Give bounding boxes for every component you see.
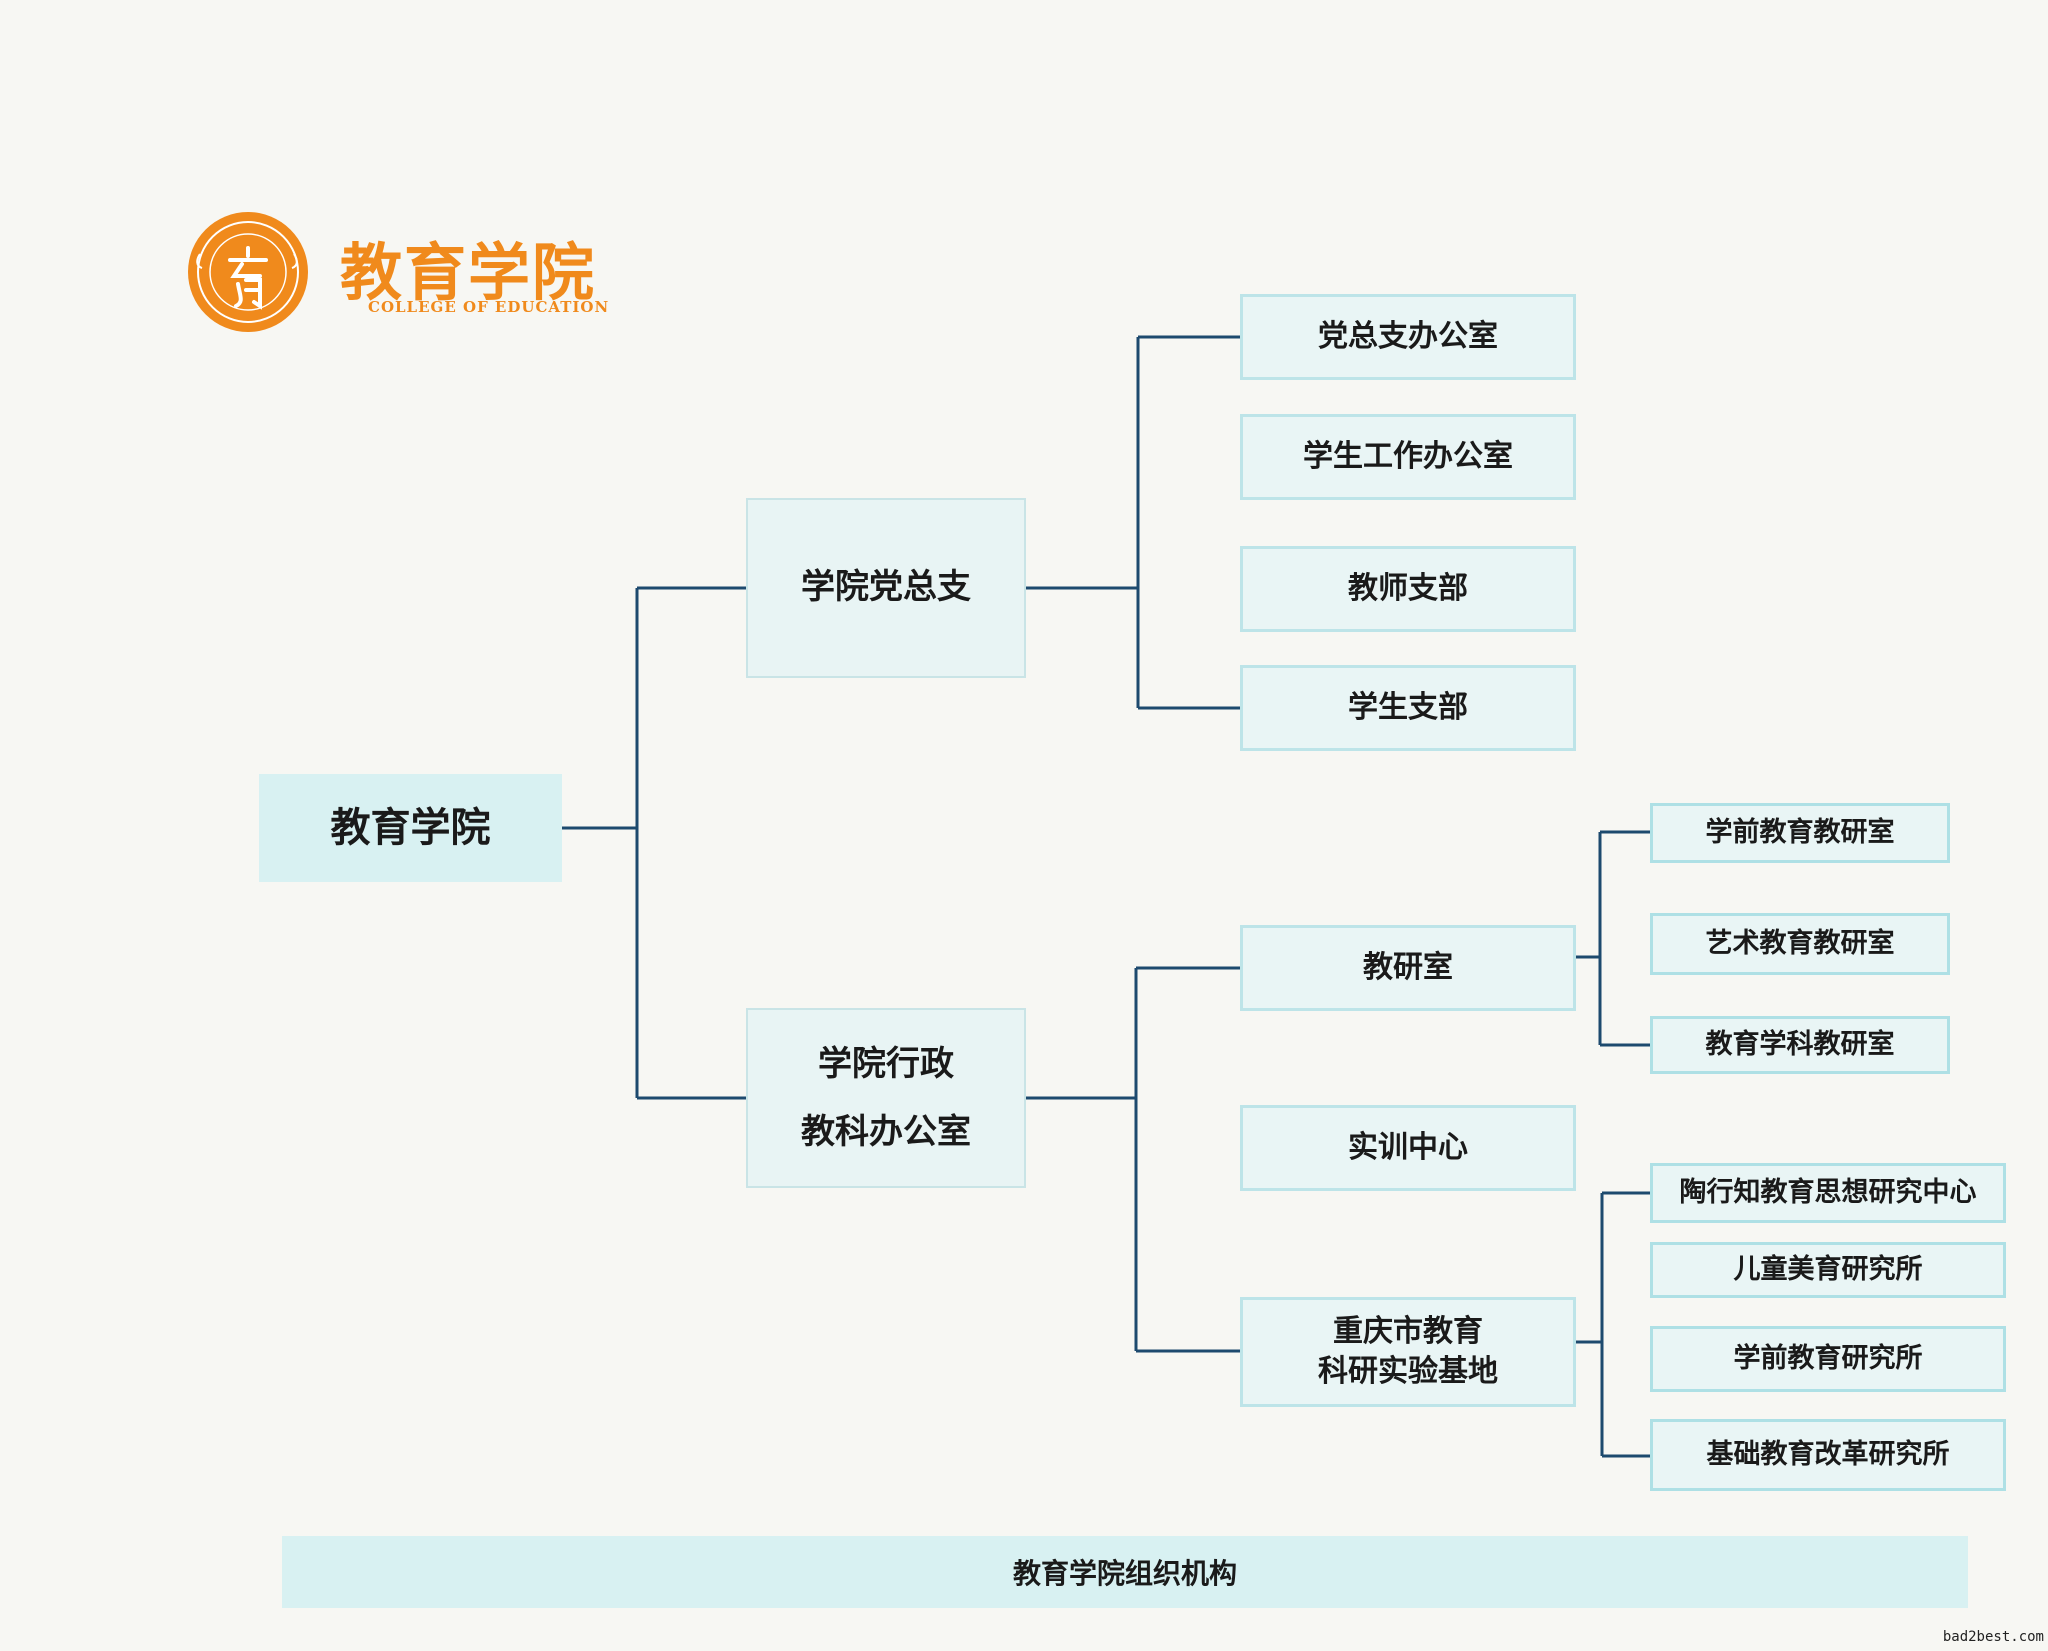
node-student-affairs-office-label: 学生工作办公室	[1303, 438, 1513, 474]
node-tao-xingzhi-center: 陶行知教育思想研究中心	[1650, 1163, 2006, 1223]
node-children-aesthetics-institute-label: 儿童美育研究所	[1733, 1253, 1923, 1285]
node-student-branch: 学生支部	[1240, 665, 1576, 751]
node-education-discipline-room-label: 教育学科教研室	[1705, 1028, 1895, 1060]
node-root: 教育学院	[259, 774, 562, 882]
node-student-branch-label: 学生支部	[1348, 689, 1468, 725]
node-education-discipline-room: 教育学科教研室	[1650, 1016, 1950, 1074]
node-preschool-research-room: 学前教育教研室	[1650, 803, 1950, 863]
node-teaching-research: 教研室	[1240, 925, 1576, 1011]
node-training-center: 实训中心	[1240, 1105, 1576, 1191]
node-party-branch-label: 学院党总支	[801, 567, 971, 608]
node-teacher-branch-label: 教师支部	[1348, 570, 1468, 606]
node-admin-office-line1: 学院行政	[818, 1044, 954, 1084]
logo-title: 教育学院	[340, 236, 597, 309]
connector-experiment-base	[1576, 1191, 1650, 1458]
node-student-affairs-office: 学生工作办公室	[1240, 414, 1576, 500]
node-art-research-room-label: 艺术教育教研室	[1705, 927, 1895, 959]
connector-teaching-research	[1576, 830, 1650, 1047]
connector-admin-office	[1026, 966, 1240, 1353]
node-training-center-label: 实训中心	[1348, 1129, 1468, 1165]
node-experiment-base-line2: 科研实验基地	[1318, 1354, 1498, 1389]
node-admin-office-line2: 教科办公室	[801, 1112, 971, 1152]
logo-subtitle: COLLEGE OF EDUCATION	[368, 298, 610, 316]
node-preschool-institute: 学前教育研究所	[1650, 1326, 2006, 1392]
connector-root	[562, 586, 746, 1100]
node-party-office: 党总支办公室	[1240, 294, 1576, 380]
node-party-branch: 学院党总支	[746, 498, 1026, 678]
org-chart-caption: 教育学院组织机构	[282, 1536, 1968, 1608]
node-basic-education-reform-institute: 基础教育改革研究所	[1650, 1419, 2006, 1491]
node-teacher-branch: 教师支部	[1240, 546, 1576, 632]
watermark: bad2best.com	[1942, 1629, 2044, 1645]
college-seal-logo	[188, 212, 308, 332]
org-chart-caption-label: 教育学院组织机构	[1012, 1557, 1237, 1590]
node-teaching-research-label: 教研室	[1363, 949, 1453, 985]
connector-party-branch	[1026, 335, 1240, 710]
node-root-label: 教育学院	[330, 805, 491, 851]
node-tao-xingzhi-center-label: 陶行知教育思想研究中心	[1679, 1176, 1977, 1208]
node-experiment-base-line1: 重庆市教育	[1333, 1313, 1483, 1349]
node-admin-office: 学院行政 教科办公室	[746, 1008, 1026, 1188]
node-children-aesthetics-institute: 儿童美育研究所	[1650, 1242, 2006, 1298]
node-art-research-room: 艺术教育教研室	[1650, 913, 1950, 975]
node-experiment-base: 重庆市教育 科研实验基地	[1240, 1297, 1576, 1407]
node-preschool-institute-label: 学前教育研究所	[1733, 1342, 1923, 1374]
node-preschool-research-room-label: 学前教育教研室	[1705, 816, 1895, 848]
node-basic-education-reform-institute-label: 基础教育改革研究所	[1706, 1438, 1950, 1470]
node-party-office-label: 党总支办公室	[1318, 318, 1498, 354]
